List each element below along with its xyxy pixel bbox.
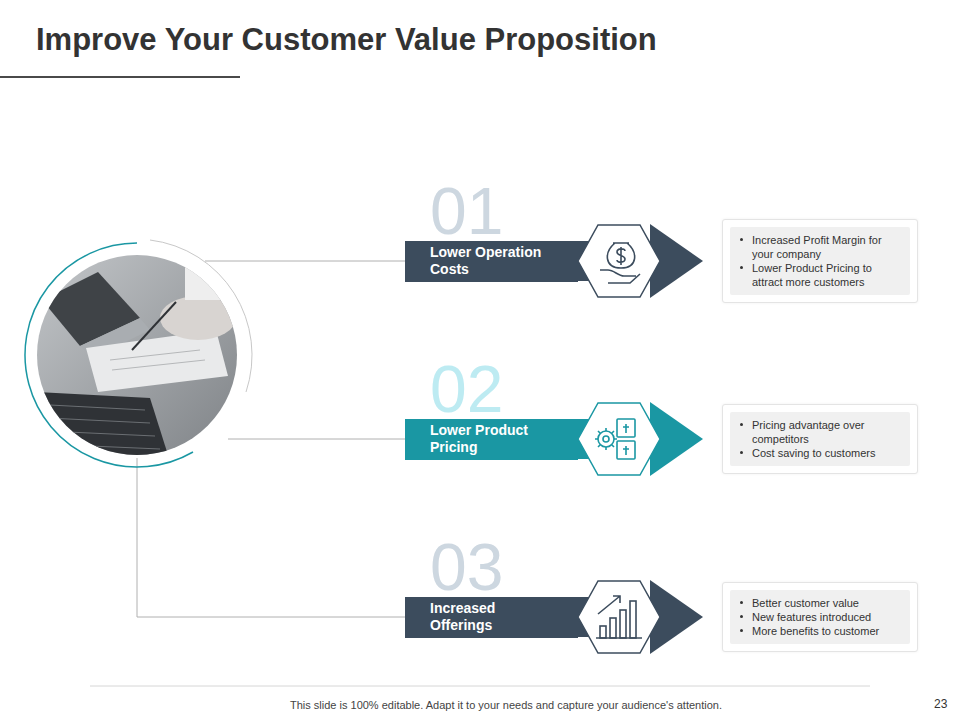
bag-shape <box>607 243 634 268</box>
trend-arrow <box>598 596 620 614</box>
gear-teeth <box>595 428 617 450</box>
bullet-row: Increased Profit Margin for your company <box>752 233 902 261</box>
step-label: Increased Offerings <box>430 600 558 635</box>
step-number: 03 <box>430 537 578 597</box>
card-panel: Increased Profit Margin for your company… <box>730 227 910 295</box>
card-frame: Pricing advantage over competitorsCost s… <box>722 404 918 474</box>
ring-arc <box>25 243 193 467</box>
footer-note: This slide is 100% editable. Adapt it to… <box>290 699 722 711</box>
card-frame: Better customer valueNew features introd… <box>722 582 918 652</box>
paper-line <box>110 350 200 360</box>
gear-shape <box>598 431 614 447</box>
bullet-row: New features introduced <box>752 610 902 624</box>
card-frame: Increased Profit Margin for your company… <box>722 219 918 303</box>
footer-rule <box>90 686 870 687</box>
chart-bar <box>600 626 606 638</box>
bullet-row: Cost saving to customers <box>752 446 902 460</box>
laptop-keyboard <box>37 392 168 455</box>
chart-bar <box>620 610 626 638</box>
step-label: Lower Product Pricing <box>430 422 558 457</box>
bullet-dot <box>740 423 743 426</box>
bullet-text: Cost saving to customers <box>752 446 902 460</box>
keyboard-keys <box>44 405 160 449</box>
bullet-row: More benefits to customer <box>752 624 902 638</box>
pricing-icon <box>595 419 635 459</box>
arrow-band: 01Lower Operation Costs <box>405 181 578 282</box>
bullet-text: Increased Profit Margin for your company <box>752 233 902 261</box>
band-fill: Lower Operation Costs <box>405 241 578 282</box>
bullet-card: Better customer valueNew features introd… <box>722 582 918 652</box>
bullet-text: Lower Product Pricing to attract more cu… <box>752 261 902 289</box>
bullet-dot <box>740 238 743 241</box>
bullet-row: Lower Product Pricing to attract more cu… <box>752 261 902 289</box>
arrow-band: 03Increased Offerings <box>405 537 578 638</box>
card-panel: Better customer valueNew features introd… <box>730 590 910 644</box>
page-number: 23 <box>934 697 947 711</box>
bullet-dot <box>740 266 743 269</box>
bullet-text: Pricing advantage over competitors <box>752 418 902 446</box>
bullet-text: More benefits to customer <box>752 624 902 638</box>
bullet-dot <box>740 615 743 618</box>
pen-shape <box>132 302 176 350</box>
bullet-row: Pricing advantage over competitors <box>752 418 902 446</box>
band-fill: Increased Offerings <box>405 597 578 638</box>
chart-bar <box>610 618 616 638</box>
bullet-card: Pricing advantage over competitorsCost s… <box>722 404 918 474</box>
icon-hexagon <box>578 581 660 653</box>
title-underline <box>0 76 240 78</box>
photo-illustration <box>37 255 245 455</box>
arrow-band: 02Lower Product Pricing <box>405 359 578 460</box>
step-label: Lower Operation Costs <box>430 244 558 279</box>
bullet-text: New features introduced <box>752 610 902 624</box>
bullet-row: Better customer value <box>752 596 902 610</box>
slide-title: Improve Your Customer Value Proposition <box>36 22 657 58</box>
growth-icon <box>596 596 642 638</box>
hand-shape <box>160 296 236 340</box>
paper-line <box>112 360 205 370</box>
leader-line <box>228 439 405 440</box>
bullet-card: Increased Profit Margin for your company… <box>722 219 918 303</box>
money-icon <box>600 243 640 283</box>
tag-marks <box>623 424 629 455</box>
bullet-dot <box>740 451 743 454</box>
leader-line <box>137 458 405 617</box>
chart-bar <box>630 601 636 638</box>
dollar-glyph <box>617 247 625 265</box>
leader-line <box>205 261 405 262</box>
sleeve-shape <box>185 255 245 300</box>
gear-hub <box>603 436 609 442</box>
bullet-text: Better customer value <box>752 596 902 610</box>
icon-hexagon <box>578 225 660 297</box>
step-number: 02 <box>430 359 578 419</box>
hand-shape <box>600 270 640 283</box>
ring-arc <box>150 240 252 392</box>
band-fill: Lower Product Pricing <box>405 419 578 460</box>
step-number: 01 <box>430 181 578 241</box>
icon-hexagon <box>578 403 660 475</box>
bullet-dot <box>740 629 743 632</box>
card-panel: Pricing advantage over competitorsCost s… <box>730 412 910 466</box>
bullet-dot <box>740 601 743 604</box>
